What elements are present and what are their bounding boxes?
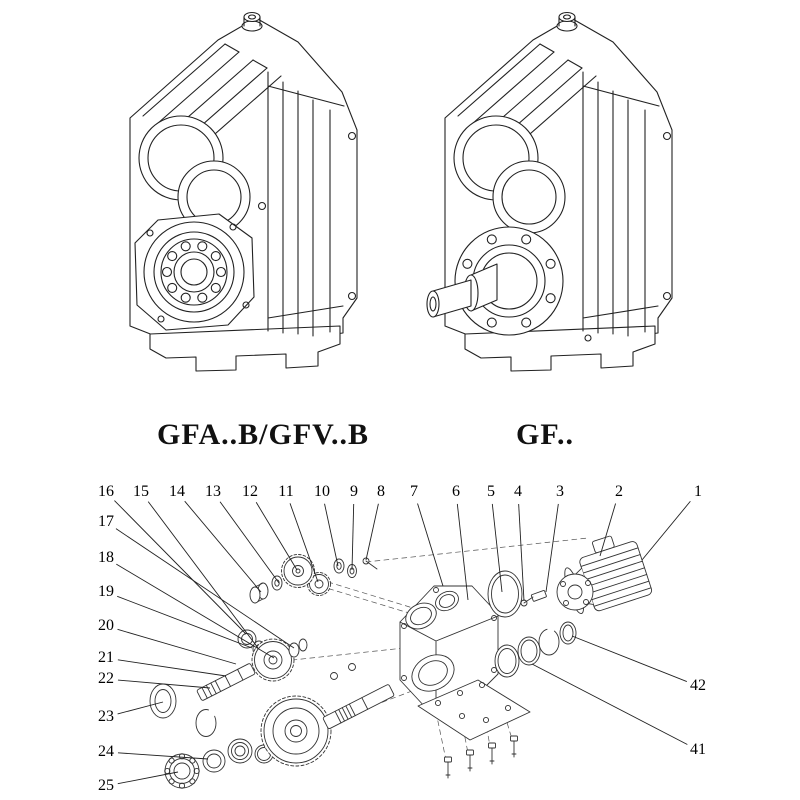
seal-ring-set (487, 570, 577, 678)
leader-line-19 (117, 595, 253, 649)
leader-line-20 (117, 628, 237, 665)
leader-line-18 (116, 563, 275, 659)
callout-number-23: 23 (98, 708, 114, 725)
input-gear-set (249, 554, 378, 604)
gearbox-right-drawing (426, 11, 673, 372)
callout-number-14: 14 (169, 483, 185, 500)
callout-number-16: 16 (98, 483, 114, 500)
callout-leader-lines (114, 500, 691, 785)
callout-number-10: 10 (314, 483, 330, 500)
leader-line-11 (289, 503, 319, 583)
callout-number-18: 18 (98, 549, 114, 566)
callout-number-15: 15 (133, 483, 149, 500)
gasket-and-bolts (417, 679, 531, 779)
leader-line-16 (114, 500, 247, 635)
callout-number-21: 21 (98, 649, 114, 666)
callout-number-1: 1 (694, 483, 702, 500)
callout-number-17: 17 (98, 513, 114, 530)
leader-line-25 (117, 771, 179, 785)
callout-number-25: 25 (98, 777, 114, 794)
leader-line-4 (518, 503, 525, 602)
callout-number-4: 4 (514, 483, 522, 500)
leader-line-14 (184, 500, 262, 593)
leader-line-9 (351, 503, 355, 571)
motor (556, 535, 653, 615)
leader-line-42 (571, 635, 688, 682)
exploded-view-drawing (149, 535, 653, 789)
callout-number-24: 24 (98, 743, 114, 760)
leader-line-15 (147, 501, 259, 649)
leader-line-7 (417, 503, 444, 587)
leader-line-3 (545, 503, 559, 593)
output-shaft-set (164, 663, 395, 789)
callout-number-19: 19 (98, 583, 114, 600)
model-label-right: GF.. (516, 418, 574, 451)
leader-line-1 (641, 500, 691, 561)
callout-number-6: 6 (452, 483, 460, 500)
leader-line-10 (324, 503, 339, 567)
bolt (510, 735, 518, 758)
callout-number-7: 7 (410, 483, 418, 500)
callout-number-11: 11 (278, 483, 294, 500)
callout-number-41: 41 (690, 741, 706, 758)
callout-number-3: 3 (556, 483, 564, 500)
leader-line-13 (219, 501, 280, 584)
leader-line-2 (599, 503, 617, 557)
callout-number-13: 13 (205, 483, 221, 500)
leader-line-22 (117, 679, 211, 689)
leader-line-5 (491, 503, 503, 593)
leader-line-8 (365, 503, 379, 561)
leader-line-17 (115, 528, 295, 649)
bolt (444, 756, 452, 779)
callout-number-8: 8 (377, 483, 385, 500)
bearing-balls (161, 241, 227, 303)
leader-line-41 (531, 663, 688, 745)
callout-number-42: 42 (690, 677, 706, 694)
model-label-left: GFA..B/GFV..B (157, 418, 369, 451)
bolt (466, 749, 474, 772)
leader-line-12 (255, 502, 298, 571)
leader-line-23 (117, 701, 164, 715)
callout-number-12: 12 (242, 483, 258, 500)
gearbox-left-drawing (129, 11, 358, 372)
callout-number-22: 22 (98, 670, 114, 687)
callout-number-5: 5 (487, 483, 495, 500)
bolt (488, 742, 496, 765)
leader-line-21 (117, 659, 227, 677)
callout-number-9: 9 (350, 483, 358, 500)
callout-number-20: 20 (98, 617, 114, 634)
leader-line-24 (117, 752, 209, 760)
gear-housing (399, 585, 499, 709)
callout-number-2: 2 (615, 483, 623, 500)
leader-line-6 (456, 503, 469, 601)
